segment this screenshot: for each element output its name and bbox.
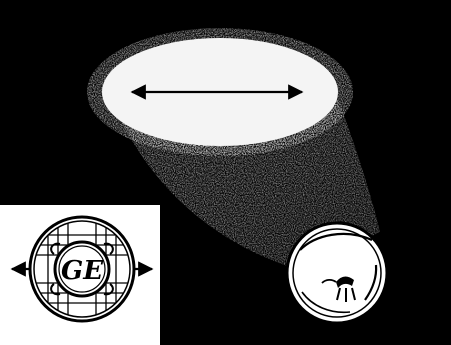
headlamp-bulb-icon xyxy=(287,223,387,323)
ge-monogram-logo-icon: GE xyxy=(30,217,134,321)
logo-monogram-text: GE xyxy=(61,256,104,286)
